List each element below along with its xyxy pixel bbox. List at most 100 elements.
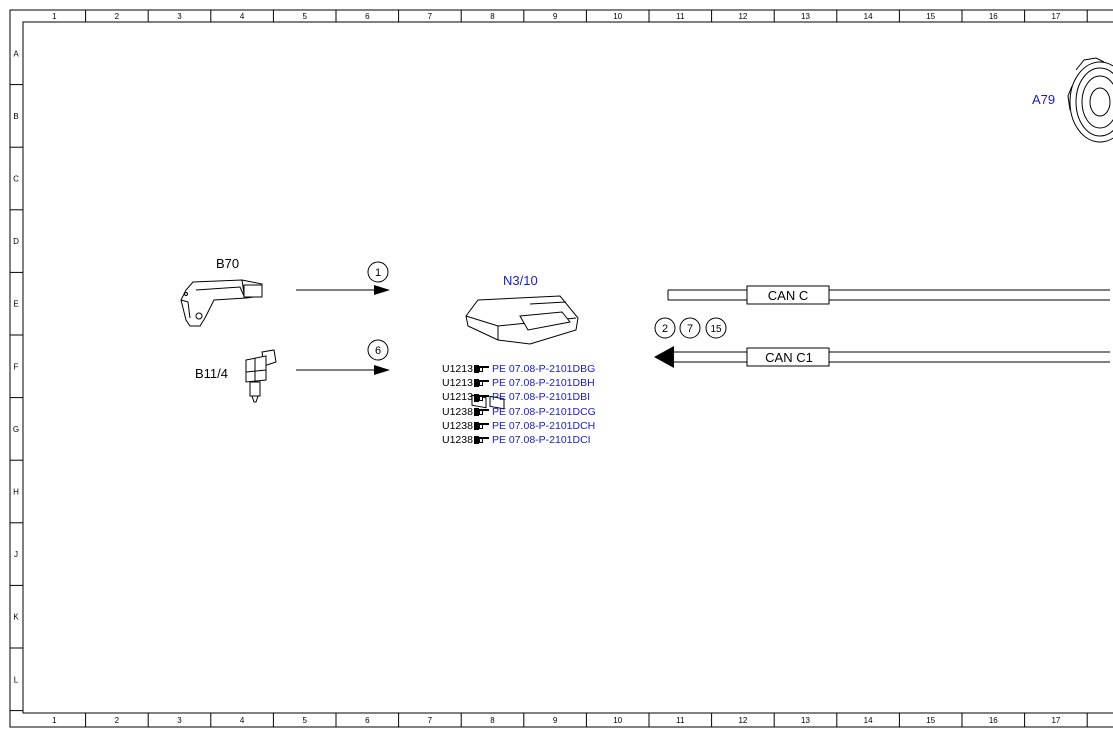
column-label-top: 7 — [428, 12, 433, 21]
row-label-left: L — [14, 675, 19, 684]
column-label-bottom: 5 — [302, 716, 307, 725]
n3-10-label[interactable]: N3/10 — [503, 273, 538, 288]
can-c1-arrowhead — [654, 346, 674, 368]
fault-code: U1238 — [442, 419, 473, 432]
can-c-bus[interactable]: CAN C — [667, 285, 1110, 305]
b11-4-label: B11/4 — [195, 366, 229, 381]
marker-1-label: 1 — [375, 267, 381, 279]
column-label-bottom: 2 — [115, 716, 120, 725]
column-label-bottom: 6 — [365, 716, 370, 725]
marker-1[interactable]: 1 — [367, 261, 389, 283]
row-label-left: F — [14, 362, 19, 371]
column-label-top: 10 — [613, 12, 622, 21]
signal-arrow-b70 — [296, 285, 390, 295]
marker-7-label: 7 — [687, 323, 693, 335]
reference-row: U1238 PE 07.08-P-2101DCG — [442, 405, 596, 419]
document-link[interactable]: PE 07.08-P-2101DCH — [491, 419, 596, 432]
column-label-bottom: 7 — [428, 716, 433, 725]
grid-labels: 1122334455667788991010111112121313141415… — [13, 12, 1061, 725]
reference-row: U1238 PE 07.08-P-2101DCI — [442, 433, 596, 447]
column-label-top: 17 — [1051, 12, 1060, 21]
fault-code: U1213 — [442, 363, 473, 375]
reference-row: U1213 PE 07.08-P-2101DBH — [442, 376, 596, 390]
column-label-top: 9 — [553, 12, 558, 21]
inner-frame — [22, 21, 1113, 714]
document-link[interactable]: PE 07.08-P-2101DBH — [491, 377, 595, 390]
can-c-label-box — [746, 285, 830, 305]
column-label-bottom: 1 — [52, 716, 57, 725]
fault-code: U1213 — [442, 391, 473, 404]
n3-10-control-unit-icon[interactable] — [465, 295, 579, 410]
fault-code: U1238 — [442, 405, 473, 418]
can-c1-bus[interactable]: CAN C1 — [654, 346, 1110, 368]
column-label-top: 12 — [738, 12, 747, 21]
b70-label: B70 — [216, 256, 240, 271]
pointing-hand-icon — [473, 435, 490, 445]
signal-arrow-b11-4 — [296, 365, 390, 375]
reference-row: U1238 PE 07.08-P-2101DCH — [442, 419, 596, 433]
b70-sensor-icon[interactable] — [180, 279, 263, 327]
reference-row: U1213 PE 07.08-P-2101DBI — [442, 390, 596, 404]
can-c1-label: CAN C1 — [765, 350, 813, 365]
row-label-left: D — [13, 237, 19, 246]
reference-list: U1213 PE 07.08-P-2101DBG U1213 PE 07.08-… — [442, 362, 596, 447]
pointing-hand-icon — [473, 421, 490, 431]
column-label-top: 13 — [801, 12, 810, 21]
column-label-bottom: 17 — [1051, 716, 1060, 725]
column-label-top: 1 — [52, 12, 57, 21]
column-label-bottom: 12 — [738, 716, 747, 725]
a79-label[interactable]: A79 — [1032, 92, 1056, 107]
marker-15-label: 15 — [710, 324, 722, 335]
row-label-left: A — [13, 49, 19, 58]
can-c-label: CAN C — [768, 288, 808, 303]
column-label-top: 8 — [490, 12, 495, 21]
document-link[interactable]: PE 07.08-P-2101DCG — [491, 405, 596, 418]
column-label-top: 16 — [989, 12, 998, 21]
column-label-top: 5 — [302, 12, 307, 21]
document-link[interactable]: PE 07.08-P-2101DBG — [491, 363, 596, 375]
marker-7[interactable]: 7 — [679, 317, 701, 339]
column-label-bottom: 15 — [926, 716, 935, 725]
pointing-hand-icon — [473, 378, 490, 388]
fault-code: U1213 — [442, 377, 473, 390]
column-label-bottom: 14 — [864, 716, 873, 725]
column-label-top: 14 — [864, 12, 873, 21]
grid-ticks — [10, 10, 1088, 727]
marker-6-label: 6 — [375, 345, 381, 357]
b11-4-sensor-icon[interactable] — [245, 349, 277, 403]
column-label-top: 4 — [240, 12, 245, 21]
document-link[interactable]: PE 07.08-P-2101DCI — [491, 434, 591, 447]
reference-row: U1213 PE 07.08-P-2101DBG — [442, 362, 596, 376]
pointing-hand-icon — [473, 407, 490, 417]
column-label-top: 15 — [926, 12, 935, 21]
column-label-top: 11 — [676, 12, 685, 21]
column-label-bottom: 13 — [801, 716, 810, 725]
column-label-bottom: 8 — [490, 716, 495, 725]
column-label-bottom: 3 — [177, 716, 182, 725]
column-label-bottom: 16 — [989, 716, 998, 725]
column-label-bottom: 9 — [553, 716, 558, 725]
marker-15[interactable]: 15 — [705, 317, 727, 339]
row-label-left: B — [13, 112, 18, 121]
column-label-bottom: 4 — [240, 716, 245, 725]
row-label-left: J — [14, 550, 18, 559]
pointing-hand-icon — [473, 364, 490, 374]
fault-code: U1238 — [442, 434, 473, 447]
row-label-left: C — [13, 175, 19, 184]
pointing-hand-icon — [473, 393, 490, 403]
outer-frame — [9, 9, 1113, 728]
marker-6[interactable]: 6 — [367, 339, 389, 361]
marker-2[interactable]: 2 — [654, 317, 676, 339]
column-label-bottom: 10 — [613, 716, 622, 725]
row-label-left: H — [13, 488, 19, 497]
row-label-left: E — [13, 300, 18, 309]
column-label-top: 2 — [115, 12, 120, 21]
column-label-top: 3 — [177, 12, 182, 21]
marker-2-label: 2 — [662, 323, 668, 335]
row-label-left: K — [13, 613, 19, 622]
column-label-top: 6 — [365, 12, 370, 21]
document-link[interactable]: PE 07.08-P-2101DBI — [491, 391, 591, 404]
a79-component-icon[interactable] — [1067, 57, 1113, 143]
column-label-bottom: 11 — [676, 716, 685, 725]
